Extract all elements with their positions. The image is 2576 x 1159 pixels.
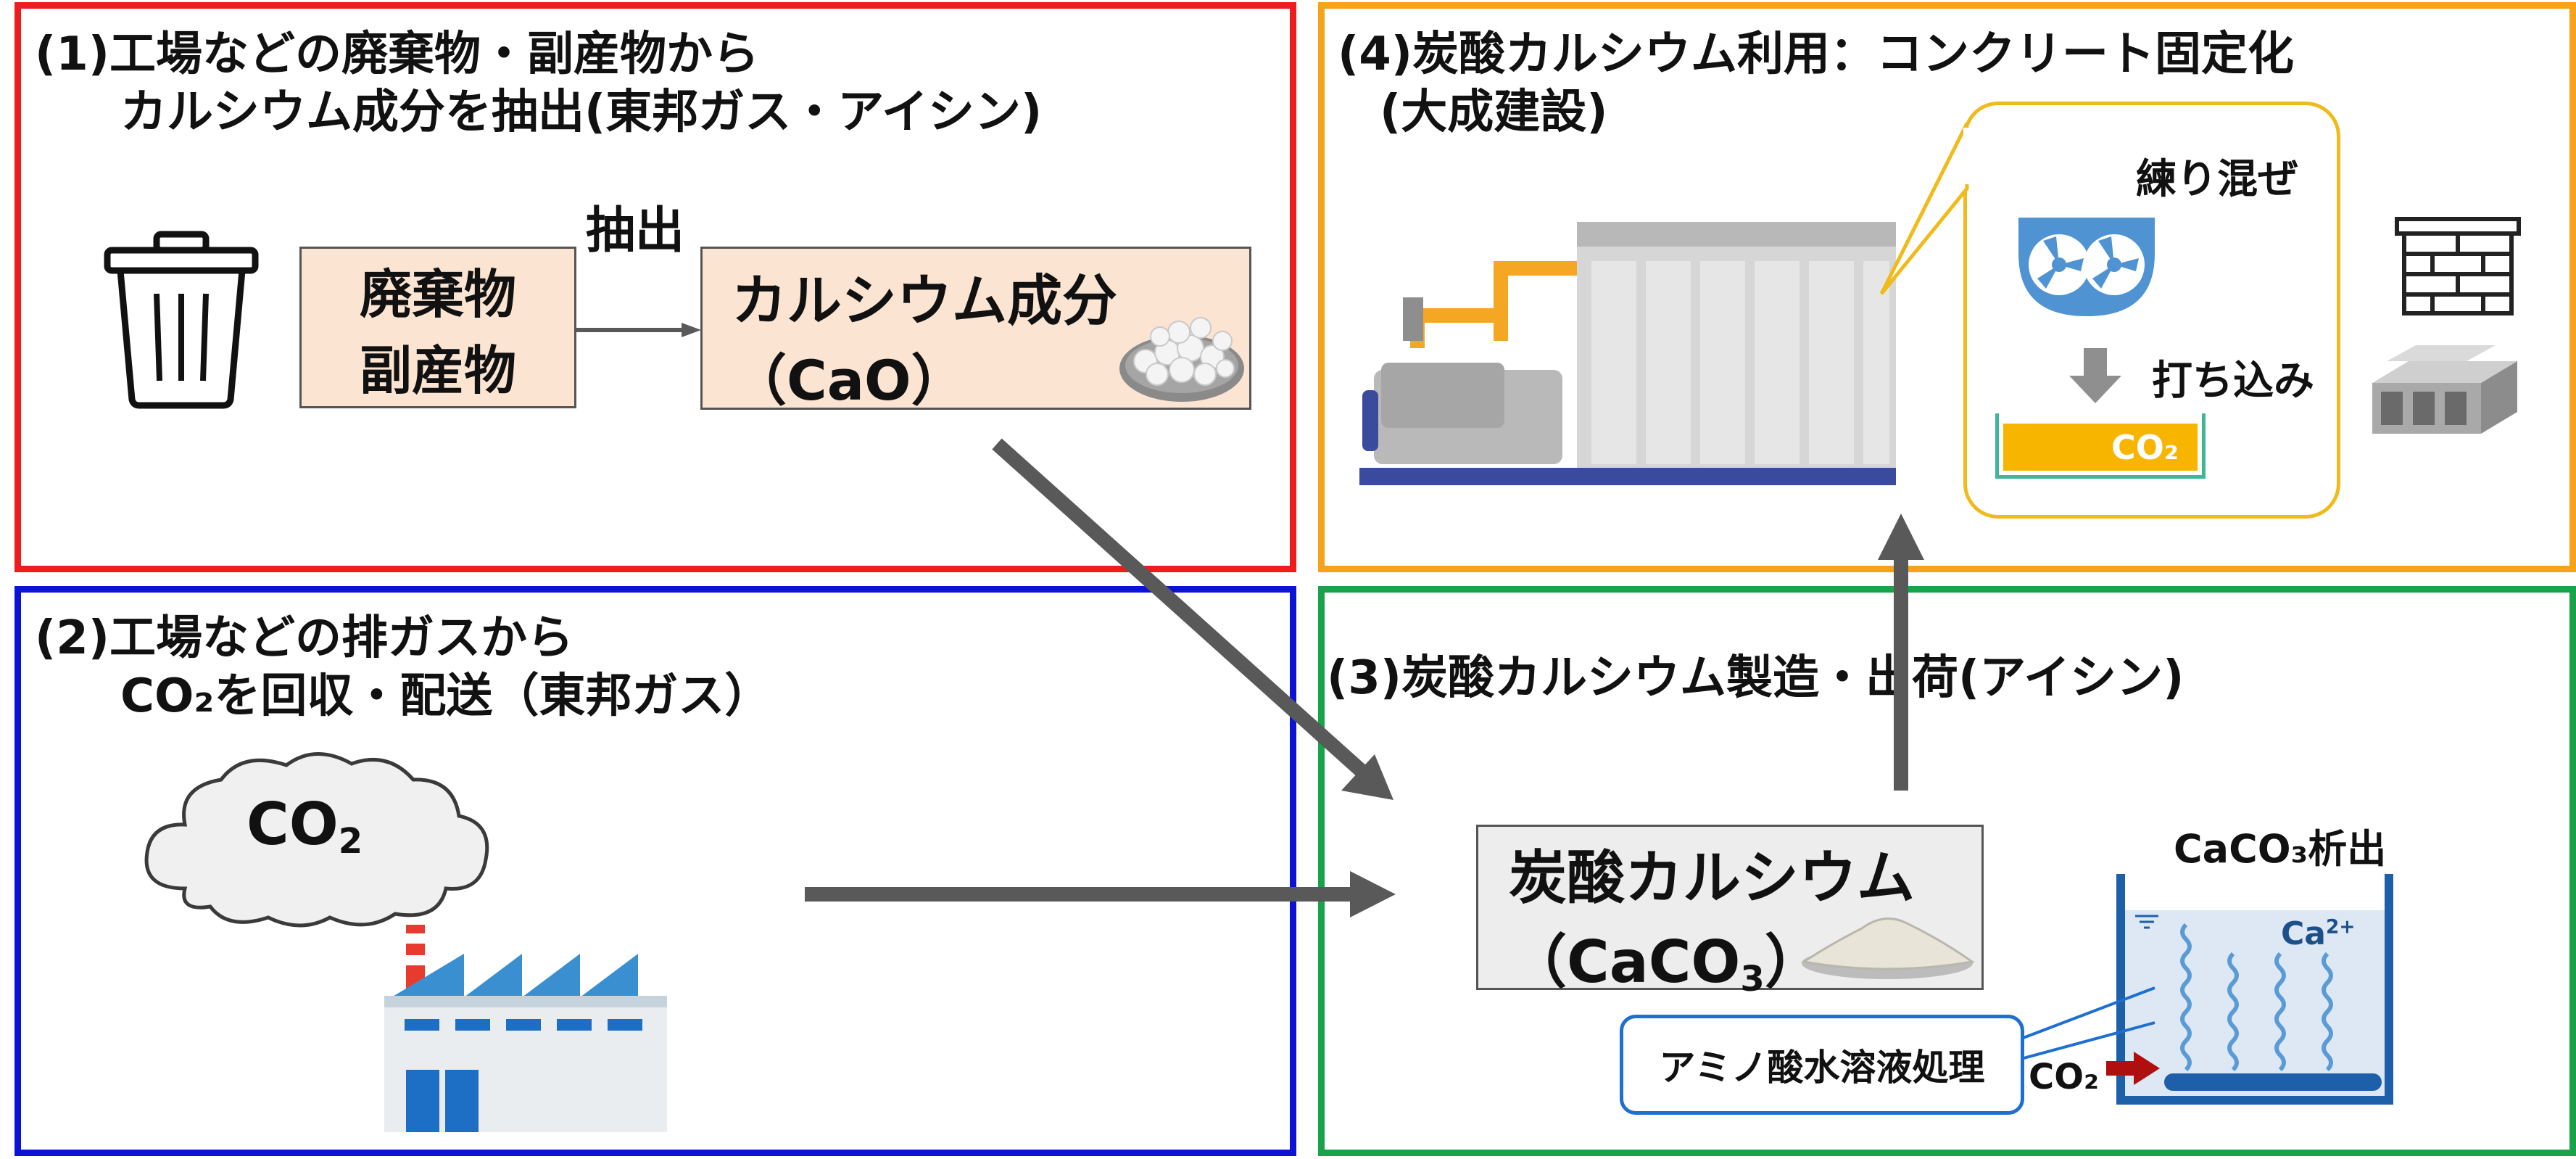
panel-2-co2-capture: [15, 586, 1296, 1156]
cloud-co2-label: CO2: [247, 791, 363, 862]
panel-1-title-line2: カルシウム成分を抽出(東邦ガス・アイシン): [120, 86, 1043, 139]
casting-label: 打ち込み: [2152, 358, 2314, 405]
panel-3-title: (3)炭酸カルシウム製造・出荷(アイシン): [1327, 651, 2184, 705]
panel-1-title: (1)工場などの廃棄物・副産物から カルシウム成分を抽出(東邦ガス・アイシン): [35, 25, 1042, 141]
amino-acid-label: アミノ酸水溶液処理: [1659, 1047, 1985, 1089]
caco3-open: （CaCO: [1509, 928, 1741, 996]
panel-1-extraction: [15, 2, 1296, 572]
extract-label: 抽出: [586, 202, 685, 260]
co2-inlet-label: CO₂: [2029, 1057, 2100, 1097]
amino-acid-callout: アミノ酸水溶液処理: [1620, 1015, 2024, 1115]
cloud-co2-sub: 2: [338, 821, 363, 862]
down-arrow-icon: [2069, 348, 2121, 403]
mold-co2-label: CO₂: [2111, 427, 2179, 467]
arrow-co2-to-manufacture: [805, 871, 1396, 917]
panel-4-title-line2: (大成建設): [1380, 86, 1608, 139]
concrete-plant-icon: [1359, 222, 1896, 485]
panel-1-title-line1: (1)工場などの廃棄物・副産物から: [35, 28, 760, 81]
reaction-tank-icon: [2116, 874, 2393, 1105]
panel-2-title-line2: CO₂を回収・配送（東邦ガス）: [120, 669, 771, 723]
mixer-icon: [2018, 218, 2155, 316]
panel-4-title: (4)炭酸カルシウム利用：コンクリート固定化 (大成建設): [1338, 25, 2294, 141]
panel-3-manufacture: [1318, 586, 2576, 1156]
caco3-label: （CaCO3）: [1509, 915, 1981, 999]
extract-arrow: [576, 323, 701, 337]
panel-4-concrete: [1318, 2, 2576, 572]
ca-ion-main: Ca: [2281, 915, 2326, 952]
callout-tail: [1879, 122, 1971, 295]
ca-ion-sup: 2+: [2325, 915, 2356, 939]
precipitation-label: CaCO₃析出: [2174, 826, 2387, 872]
arrow-calcium-to-manufacture: [992, 438, 1393, 800]
cao-label: （CaO）: [732, 348, 966, 413]
ca-ion-label: Ca2+: [2281, 915, 2355, 952]
calcium-carbonate-label: 炭酸カルシウム: [1509, 844, 1915, 912]
brick-wall-icon: [2395, 217, 2521, 315]
cloud-icon: [144, 752, 489, 928]
waste-label-line2: 副産物: [359, 339, 516, 401]
powder-pile-icon: [1800, 917, 1975, 979]
panel-4-title-line1: (4)炭酸カルシウム利用：コンクリート固定化: [1338, 28, 2295, 81]
mold-fill: CO₂: [2003, 424, 2198, 471]
waste-box: 廃棄物 副産物: [299, 247, 576, 408]
white-lumps-icon: [1119, 317, 1244, 402]
waste-label-line1: 廃棄物: [359, 263, 516, 325]
co2-inlet-arrow: [2106, 1052, 2160, 1085]
calcium-component-label: カルシウム成分: [732, 268, 1117, 333]
factory-icon: [384, 925, 667, 1132]
concrete-blocks-icon: [2372, 345, 2517, 434]
callout-pointer: [2015, 986, 2155, 1062]
trash-can-icon: [104, 231, 259, 409]
caco3-sub: 3: [1740, 959, 1765, 999]
panel-2-title-line1: (2)工場などの排ガスから: [35, 611, 574, 665]
mixing-label: 練り混ぜ: [2136, 156, 2298, 203]
panel-2-title: (2)工場などの排ガスから CO₂を回収・配送（東邦ガス）: [35, 609, 771, 725]
casting-mold: CO₂: [1995, 413, 2206, 479]
cloud-co2-main: CO: [247, 791, 339, 858]
arrow-manufacture-to-concrete: [1878, 513, 1924, 791]
